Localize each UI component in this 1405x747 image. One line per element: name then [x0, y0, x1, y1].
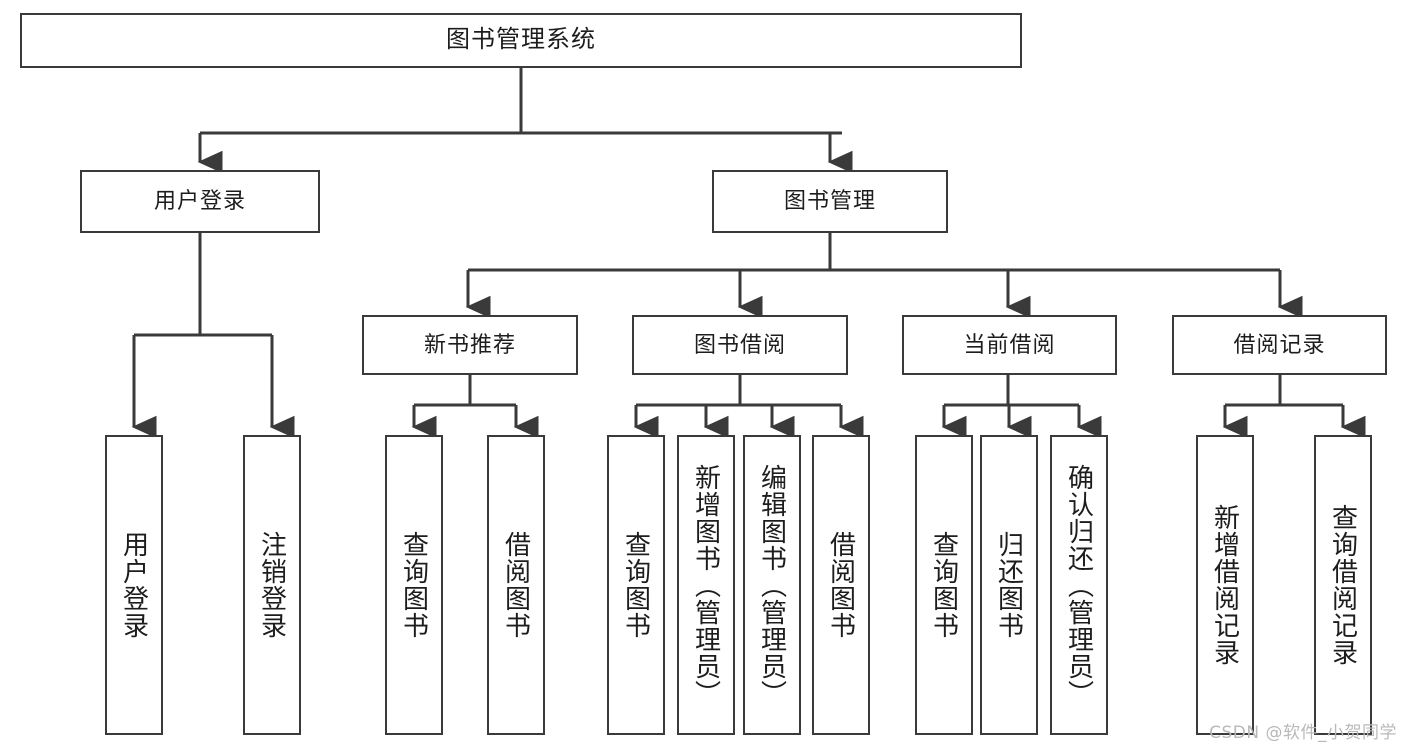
node-leaf-add-borrow-record[interactable]: 新增借阅记录: [1196, 435, 1254, 735]
node-leaf-user-login[interactable]: 用户登录: [105, 435, 163, 735]
node-leaf-borrow-book-recommend[interactable]: 借阅图书: [487, 435, 545, 735]
node-leaf-query-book-recommend[interactable]: 查询图书: [385, 435, 443, 735]
node-borrow-record[interactable]: 借阅记录: [1172, 315, 1387, 375]
node-leaf-user-logout[interactable]: 注销登录: [243, 435, 301, 735]
node-label: 查询图书: [929, 531, 960, 639]
node-label: 借阅图书: [501, 531, 532, 639]
node-leaf-query-book-current[interactable]: 查询图书: [915, 435, 973, 735]
node-label: 新增借阅记录: [1210, 504, 1241, 666]
node-book-borrow[interactable]: 图书借阅: [632, 315, 848, 375]
node-leaf-return-book[interactable]: 归还图书: [980, 435, 1038, 735]
node-label: 查询图书: [399, 531, 430, 639]
node-label: 当前借阅: [963, 331, 1056, 357]
node-label: 归还图书: [994, 531, 1025, 639]
node-label: 借阅记录: [1233, 331, 1326, 357]
node-root-book-management-system[interactable]: 图书管理系统: [20, 13, 1022, 68]
node-label: 图书管理系统: [446, 26, 596, 54]
watermark-text: CSDN @软件_小贺同学: [1209, 723, 1397, 743]
node-label: 确认归还（管理员）: [1064, 463, 1095, 707]
node-label: 查询图书: [621, 531, 652, 639]
node-label: 图书管理: [783, 188, 876, 214]
node-label: 新书推荐: [423, 331, 516, 357]
node-leaf-query-borrow-record[interactable]: 查询借阅记录: [1314, 435, 1372, 735]
node-leaf-borrow-book[interactable]: 借阅图书: [812, 435, 870, 735]
node-book-management[interactable]: 图书管理: [712, 170, 948, 233]
node-label: 查询借阅记录: [1328, 504, 1359, 666]
node-label: 注销登录: [257, 531, 288, 639]
node-leaf-edit-book-admin[interactable]: 编辑图书（管理员）: [743, 435, 801, 735]
node-label: 借阅图书: [826, 531, 857, 639]
node-new-book-recommend[interactable]: 新书推荐: [362, 315, 578, 375]
node-label: 新增图书（管理员）: [691, 463, 722, 707]
node-label: 用户登录: [119, 531, 150, 639]
node-leaf-query-book-borrow[interactable]: 查询图书: [607, 435, 665, 735]
node-leaf-confirm-return-admin[interactable]: 确认归还（管理员）: [1050, 435, 1108, 735]
node-current-borrow[interactable]: 当前借阅: [902, 315, 1117, 375]
node-label: 编辑图书（管理员）: [757, 463, 788, 707]
node-label: 图书借阅: [693, 331, 786, 357]
node-user-login[interactable]: 用户登录: [80, 170, 320, 233]
node-label: 用户登录: [153, 188, 246, 214]
node-leaf-add-book-admin[interactable]: 新增图书（管理员）: [677, 435, 735, 735]
